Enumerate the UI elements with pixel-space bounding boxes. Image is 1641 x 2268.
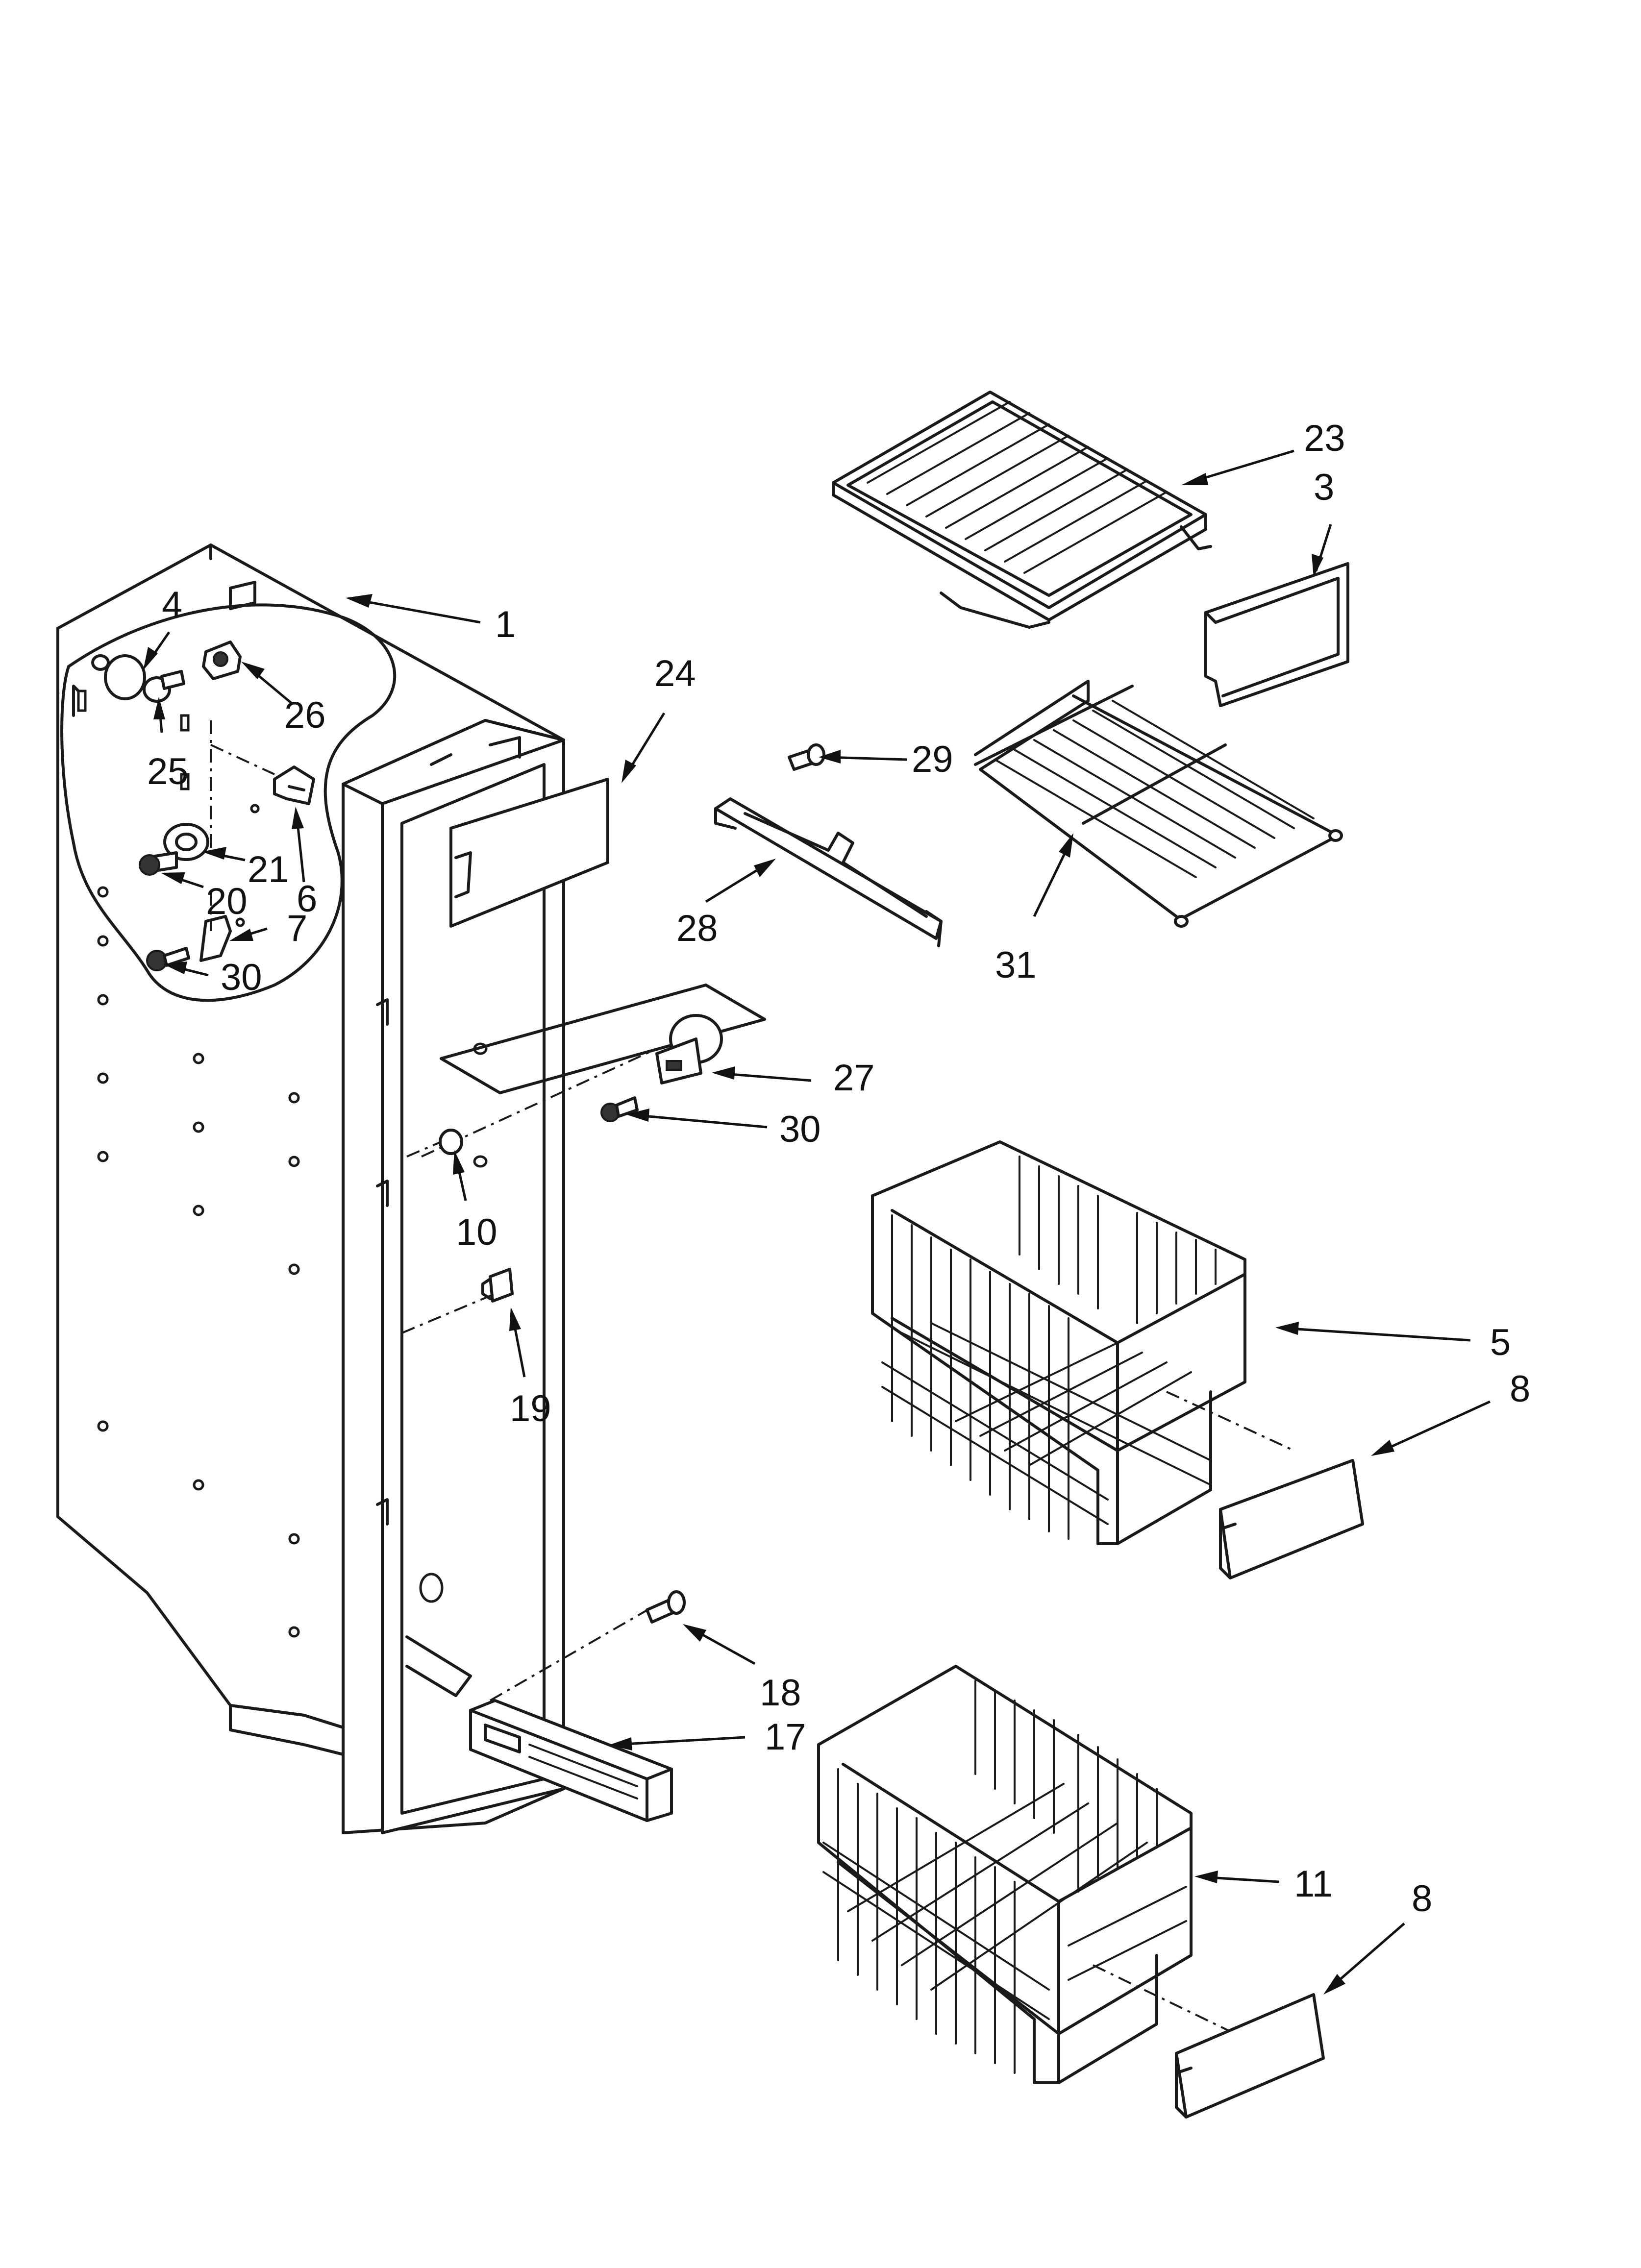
rail-part-17 [469, 1606, 673, 1822]
callout-17: 17 [765, 1716, 806, 1758]
callout-31: 31 [995, 944, 1037, 986]
screw-part-18 [646, 1590, 686, 1624]
callout-1: 1 [495, 604, 516, 645]
callout-labels: 1 3 4 5 6 7 8 8 10 11 17 18 19 20 21 23 … [147, 418, 1530, 1920]
shelf-support-part-28 [714, 797, 943, 947]
callout-11: 11 [1294, 1863, 1333, 1905]
wire-shelf-part-31 [974, 680, 1343, 928]
callout-30-mid: 30 [779, 1109, 821, 1150]
callout-28: 28 [676, 908, 718, 949]
screw-part-30-upper [146, 947, 190, 971]
switch-part-7 [199, 915, 245, 962]
plug-part-10 [406, 1129, 463, 1158]
light-clip-part-26 [202, 641, 242, 680]
basket-front-part-8-upper [1219, 1459, 1364, 1579]
shelf-part-23 [832, 391, 1212, 629]
basket-part-11 [817, 1665, 1236, 2084]
callout-6: 6 [297, 878, 317, 920]
basket-front-part-8-lower [1175, 1993, 1325, 2119]
callout-26: 26 [284, 694, 326, 736]
callout-30-upper: 30 [221, 957, 262, 998]
glass-frame-part-3 [1204, 562, 1349, 707]
freezer-liner [56, 543, 565, 1834]
control-knob-part-20 [139, 823, 209, 876]
switch-part-19 [401, 1268, 514, 1334]
callout-4: 4 [162, 584, 182, 626]
callout-21: 21 [248, 849, 289, 890]
bracket-part-6 [273, 765, 315, 805]
callout-7: 7 [287, 908, 307, 949]
leader-lines [143, 449, 1491, 1995]
callout-20: 20 [206, 881, 248, 922]
side-wall-holes [97, 886, 300, 1638]
thermostat-part-27 [421, 984, 766, 1158]
callout-24: 24 [654, 653, 696, 694]
light-bulb-part-4 [91, 654, 146, 700]
callout-5: 5 [1490, 1322, 1511, 1363]
callout-10: 10 [456, 1211, 497, 1253]
callout-8-lower: 8 [1412, 1878, 1432, 1920]
callout-23: 23 [1304, 418, 1345, 459]
basket-part-5 [871, 1140, 1294, 1545]
callout-27: 27 [833, 1057, 875, 1099]
screw-part-30-mid [600, 1096, 639, 1122]
trim-part-24 [449, 778, 609, 928]
callout-25: 25 [147, 751, 189, 792]
socket-part-25 [143, 670, 185, 703]
callout-19: 19 [510, 1388, 551, 1430]
callout-8-upper: 8 [1510, 1368, 1530, 1410]
callout-18: 18 [760, 1672, 801, 1714]
callout-29: 29 [912, 739, 953, 780]
screw-part-29 [788, 743, 825, 771]
callout-3: 3 [1314, 467, 1334, 508]
